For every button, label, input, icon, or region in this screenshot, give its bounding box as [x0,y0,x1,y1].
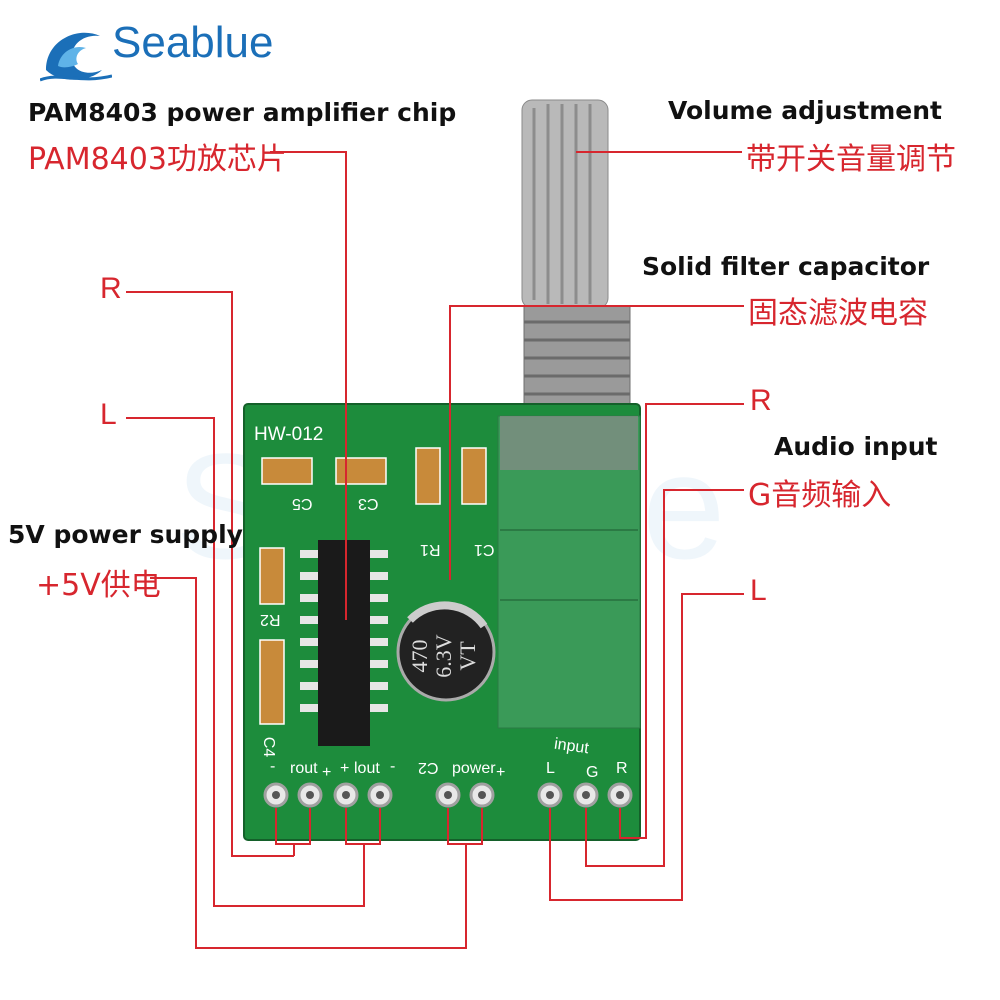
knob-thread [523,305,631,417]
audio-input-l-label: L [750,574,767,607]
chip-callout-line [270,151,347,620]
chip-label-en: PAM8403 power amplifier chip [28,98,457,127]
capacitor-value: 470 [407,639,432,673]
silk-rout-plus: + [322,764,332,781]
audio-g-line [585,489,744,867]
c5-pad [261,457,313,485]
volume-label-cn: 带开关音量调节 [746,142,956,177]
c4-pad [259,639,285,725]
chip-label-cn: PAM8403功放芯片 [28,142,287,177]
r1-pad [415,447,441,505]
volume-label-en: Volume adjustment [668,96,942,125]
capacitor-marking: 470 6.3V VT [407,616,480,696]
r2-pad [259,547,285,605]
audio-input-g-label: G音频输入 [748,478,892,513]
silk-r2: R2 [260,611,281,628]
silk-input-g: G [586,764,599,781]
silk-input-l: L [546,760,555,777]
silk-lout-plus: + [340,760,350,777]
silk-r1: R1 [420,541,441,558]
silk-lout: lout [354,760,380,777]
c1-pad [461,447,487,505]
audio-input-r-label: R [750,384,772,417]
capacitor-voltage: 6.3V [431,634,456,678]
output-r-label: R [100,272,122,305]
silk-c5: C5 [292,495,313,512]
audio-l-line [549,593,744,901]
power-label-cn: +5V供电 [36,568,161,603]
silk-power-plus: + [496,764,506,781]
audio-r-line [619,403,744,839]
brand-logo-text: Seablue [112,18,274,67]
silk-rout: rout [290,760,318,777]
capacitor-label-cn: 固态滤波电容 [748,296,928,331]
power-label-en: 5V power supply [8,520,243,549]
silk-power: power [452,760,496,777]
silk-c1: C1 [474,541,495,558]
silk-lout-minus: - [390,758,396,775]
silk-c3: C3 [358,495,379,512]
silk-c4: C4 [260,736,278,758]
c3-pad [335,457,387,485]
capacitor-label-en: Solid filter capacitor [642,252,930,281]
capacitor-series: VT [455,641,480,671]
silk-input-r: R [616,760,628,777]
silk-c2: C2 [418,759,439,776]
board-model: HW-012 [254,424,324,445]
wave-logo-icon [40,32,112,82]
pam8403-chip [318,540,370,746]
silk-rout-minus: - [270,758,276,775]
audio-input-label-en: Audio input [774,432,938,461]
output-l-label: L [100,398,117,431]
capacitor-callout-line [449,305,744,580]
